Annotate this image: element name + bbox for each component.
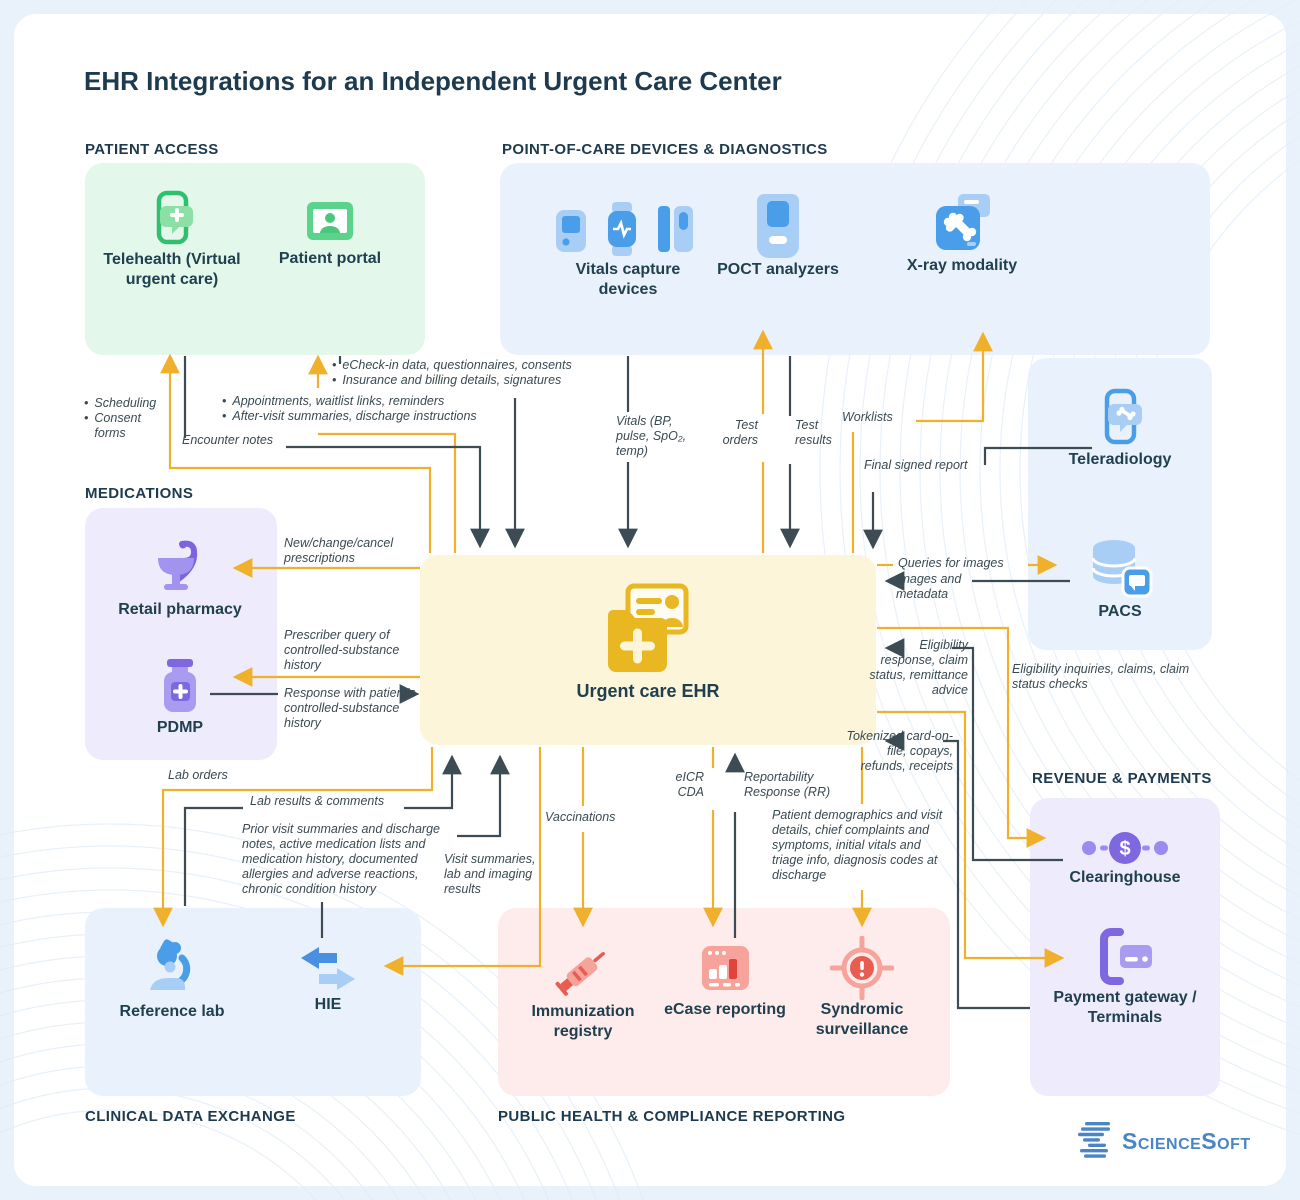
node-label: Telehealth (Virtual urgent care) — [103, 251, 241, 288]
flow-label-prescriber-query: Prescriber query of controlled-substance… — [284, 628, 400, 672]
flow-label-eligibility-inquiries: Eligibility inquiries, claims, claim sta… — [1012, 662, 1190, 691]
flow-label-queries-for-images: Queries for images — [898, 556, 1004, 570]
flow-label-visit-summaries: Visit summaries, lab and imaging results — [444, 852, 536, 896]
flow-label-portal-inbound: •eCheck-in data, questionnaires, consent… — [332, 358, 572, 387]
poc-devices-box — [500, 163, 1210, 355]
node-label: Payment gateway / Terminals — [1053, 989, 1197, 1026]
node-label: Vitals capture devices — [575, 261, 681, 298]
patient-portal-card-icon — [270, 193, 390, 249]
sciencesoft-logo-text: ScienceSoft — [1122, 1128, 1251, 1154]
payment-terminal-icon — [1050, 926, 1200, 988]
flow-label-tokenized-payments: Tokenized card-on-file, copays, refunds,… — [846, 729, 953, 773]
flow-label-scheduling: •Scheduling •Consent forms — [84, 396, 157, 440]
public-health-box — [498, 908, 950, 1096]
flow-label-patient-demographics: Patient demographics and visit details, … — [772, 808, 943, 882]
node-clearinghouse: $ Clearinghouse — [1040, 828, 1210, 888]
ehr-folder-icon — [558, 580, 738, 680]
node-label: PDMP — [156, 719, 204, 736]
report-chart-icon — [655, 938, 795, 1000]
revenue-header: REVENUE & PAYMENTS — [1032, 770, 1212, 787]
flow-label-test-results: Test results — [795, 418, 832, 447]
flow-label-final-signed-report: Final signed report — [864, 458, 968, 472]
node-label: Urgent care EHR — [576, 681, 720, 701]
node-teleradiology: Teleradiology — [1035, 388, 1205, 470]
poc-devices-header: POINT-OF-CARE DEVICES & DIAGNOSTICS — [502, 141, 828, 158]
node-label: Teleradiology — [1068, 451, 1172, 468]
node-label: HIE — [314, 996, 342, 1013]
sciencesoft-logo: ScienceSoft — [1076, 1120, 1251, 1163]
node-reference-lab: Reference lab — [102, 938, 242, 1022]
sciencesoft-logo-icon — [1076, 1120, 1114, 1163]
flow-label-worklists: Worklists — [842, 410, 893, 424]
patient-access-box — [85, 163, 425, 355]
flow-label-test-orders: Test orders — [722, 418, 758, 447]
node-telehealth: Telehealth (Virtual urgent care) — [92, 190, 252, 290]
node-label: Immunization registry — [531, 1003, 635, 1040]
flow-label-lab-results: Lab results & comments — [250, 794, 385, 808]
pill-bottle-icon — [110, 656, 250, 718]
node-pdmp: PDMP — [110, 656, 250, 738]
flow-label-new-prescriptions: New/change/cancel prescriptions — [284, 536, 394, 565]
public-health-header: PUBLIC HEALTH & COMPLIANCE REPORTING — [498, 1108, 846, 1125]
node-xray-modality: X-ray modality — [892, 192, 1032, 276]
patient-access-header: PATIENT ACCESS — [85, 141, 219, 158]
telehealth-phone-chat-icon — [92, 190, 252, 250]
syringe-icon — [503, 936, 663, 1002]
flow-label-portal-outbound: •Appointments, waitlist links, reminders… — [222, 394, 477, 423]
node-label: Patient portal — [278, 250, 382, 267]
node-label: Syndromic surveillance — [815, 1001, 909, 1038]
node-label: Retail pharmacy — [118, 601, 242, 618]
flow-label-images-and-metadata: Images and metadata — [896, 572, 962, 601]
node-ecase-reporting: eCase reporting — [655, 938, 795, 1020]
flow-label-reportability-response: Reportability Response (RR) — [744, 770, 831, 799]
node-label: X-ray modality — [906, 257, 1018, 274]
pharmacy-bowl-icon — [95, 538, 265, 600]
flow-label-eicr-cda: eICR CDA — [675, 770, 704, 799]
medications-header: MEDICATIONS — [85, 485, 194, 502]
node-label: Reference lab — [119, 1003, 225, 1020]
node-urgent-care-ehr: Urgent care EHR — [558, 580, 738, 703]
node-syndromic-surveillance: Syndromic surveillance — [782, 936, 942, 1040]
svg-text:$: $ — [1119, 838, 1130, 860]
node-pacs: PACS — [1035, 536, 1205, 622]
clinical-exchange-header: CLINICAL DATA EXCHANGE — [85, 1108, 296, 1125]
flow-label-encounter-notes: Encounter notes — [182, 433, 274, 447]
flow-label-vitals: Vitals (BP, pulse, SpO₂, temp) — [616, 414, 687, 458]
vitals-devices-icon — [548, 198, 708, 260]
node-hie: HIE — [278, 945, 378, 1015]
node-patient-portal: Patient portal — [270, 193, 390, 269]
clearinghouse-dollar-icon: $ — [1040, 828, 1210, 868]
page-title: EHR Integrations for an Independent Urge… — [84, 66, 782, 96]
pacs-database-icon — [1035, 536, 1205, 602]
node-vitals-devices: Vitals capture devices — [548, 198, 708, 300]
node-immunization-registry: Immunization registry — [503, 936, 663, 1042]
clinical-exchange-box — [85, 908, 421, 1096]
xray-film-icon — [892, 192, 1032, 256]
node-label: PACS — [1098, 603, 1142, 620]
node-poct-analyzers: POCT analyzers — [708, 192, 848, 280]
microscope-icon — [102, 938, 242, 1002]
flow-label-substance-response: Response with patient's controlled-subst… — [284, 686, 416, 730]
surveillance-target-icon — [782, 936, 942, 1000]
exchange-arrows-icon — [278, 945, 378, 995]
flow-label-prior-visit-history: Prior visit summaries and discharge note… — [242, 822, 440, 896]
flow-label-vaccinations: Vaccinations — [545, 810, 616, 824]
node-label: POCT analyzers — [717, 261, 839, 278]
node-label: Clearinghouse — [1069, 869, 1181, 886]
node-retail-pharmacy: Retail pharmacy — [95, 538, 265, 620]
teleradiology-phone-bone-icon — [1035, 388, 1205, 450]
flow-label-eligibility-response: Eligibility response, claim status, remi… — [869, 638, 968, 697]
node-label: eCase reporting — [664, 1001, 786, 1018]
poct-analyzer-icon — [708, 192, 848, 260]
node-payment-gateway: Payment gateway / Terminals — [1050, 926, 1200, 1028]
flow-label-lab-orders: Lab orders — [168, 768, 228, 782]
